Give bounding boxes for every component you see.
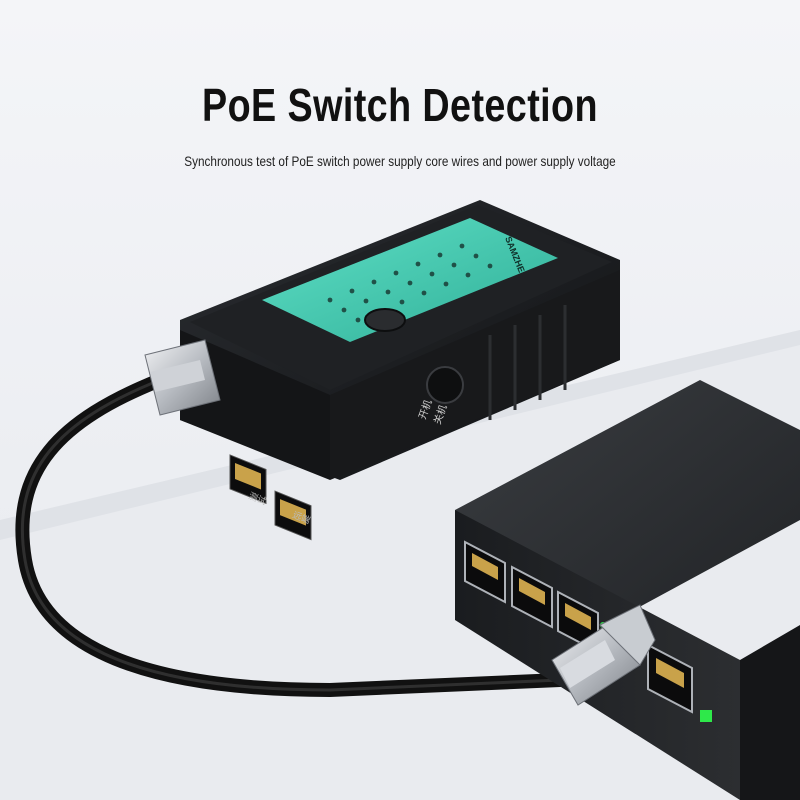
link-led [700,710,712,722]
page-title: PoE Switch Detection [202,79,598,131]
rotary-knob[interactable] [426,366,464,404]
tester-led-grid [327,243,493,323]
switch-plug [551,604,656,706]
page-subtitle: Synchronous test of PoE switch power sup… [184,153,616,169]
tester-plug [144,339,221,416]
tester-panel [262,218,558,342]
power-button[interactable] [364,308,406,332]
switch-port-2[interactable] [511,565,553,629]
tester-port-1[interactable] [229,454,267,505]
switch-port-1[interactable] [464,540,506,604]
switch-port-4[interactable] [647,643,693,714]
cable-tester: SAMZHE 测试 远端 开机 关机 [180,200,620,541]
tester-port-2[interactable] [274,490,312,541]
